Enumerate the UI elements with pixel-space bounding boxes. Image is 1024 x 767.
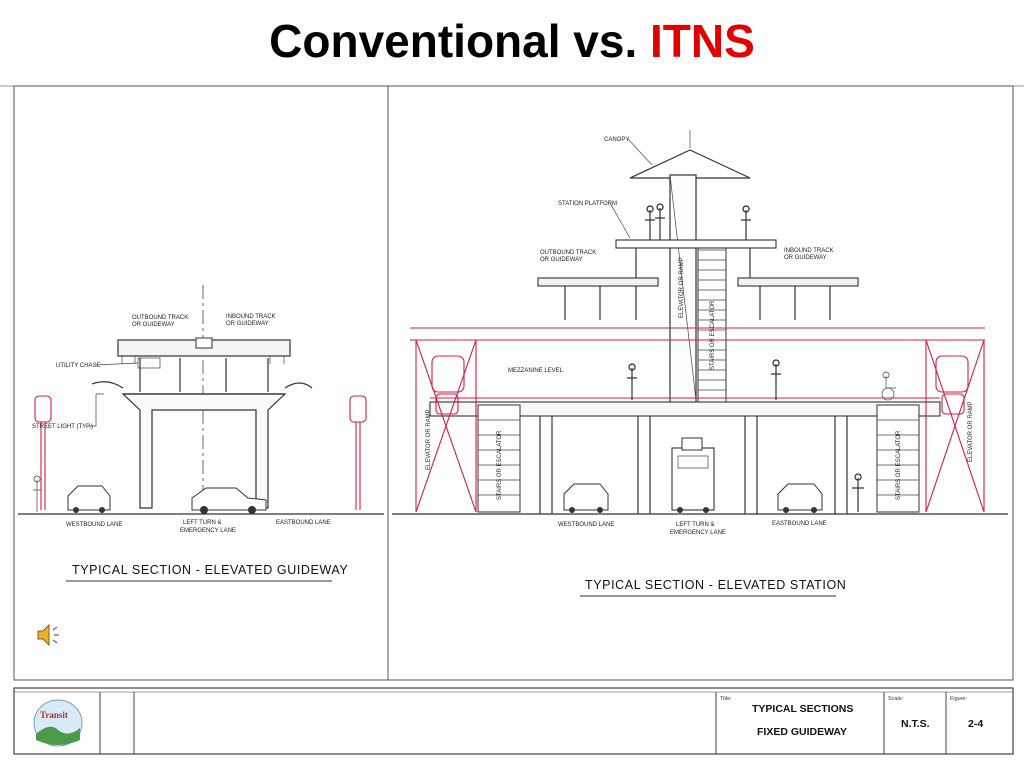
leader-platform bbox=[609, 202, 631, 239]
label-westbound-r: WESTBOUND LANE bbox=[558, 522, 614, 528]
left-section: OUTBOUND TRACK OR GUIDEWAY INBOUND TRACK… bbox=[18, 285, 384, 582]
label-street-light: STREET LIGHT (TYP.) bbox=[32, 424, 93, 430]
title-accent: ITNS bbox=[650, 15, 755, 67]
left-pier bbox=[121, 393, 287, 509]
label-left-turn-r1: LEFT TURN & bbox=[676, 522, 714, 528]
label-elevator-core: ELEVATOR OR RAMP bbox=[679, 257, 685, 318]
utility-chase-box bbox=[137, 357, 161, 369]
label-inbound-r1: INBOUND TRACK bbox=[784, 248, 834, 254]
title-block: Transit Title: TYPICAL SECTIONS FIXED GU… bbox=[13, 687, 1014, 755]
agency-logo: Transit bbox=[33, 699, 83, 747]
core-diagonal bbox=[669, 174, 697, 401]
label-outbound-r1: OUTBOUND TRACK bbox=[540, 250, 596, 256]
mezzanine-person bbox=[627, 363, 637, 400]
title-label: Title: bbox=[720, 696, 732, 702]
speaker-icon[interactable] bbox=[34, 620, 64, 650]
pedestrian bbox=[33, 475, 41, 512]
car-westbound bbox=[67, 485, 111, 513]
car-left-turn bbox=[191, 487, 267, 514]
elevator-right bbox=[925, 339, 985, 513]
label-left-turn-1: LEFT TURN & bbox=[183, 520, 221, 526]
street-light-left bbox=[34, 395, 52, 510]
label-stairs-right: STAIRS OR ESCALATOR bbox=[896, 430, 902, 500]
figure-label: Figure: bbox=[950, 696, 968, 702]
canopy-roof bbox=[629, 149, 751, 179]
label-inbound-r2: OR GUIDEWAY bbox=[784, 255, 827, 261]
label-stairs-core: STAIRS OR ESCALATOR bbox=[710, 300, 716, 370]
leader-street-light bbox=[88, 393, 104, 427]
caption-left: TYPICAL SECTION - ELEVATED GUIDEWAY bbox=[72, 563, 348, 577]
lamp-arm-right bbox=[284, 382, 313, 389]
label-station-platform: STATION PLATFORM bbox=[558, 201, 617, 207]
label-utility-chase: UTILITY CHASE bbox=[56, 363, 101, 369]
street-person bbox=[852, 473, 864, 512]
stairs-left bbox=[477, 404, 521, 513]
drawing-frame bbox=[13, 85, 1014, 681]
title-main: Conventional vs. bbox=[269, 15, 638, 67]
logo-text: Transit bbox=[40, 710, 68, 720]
inbound-deck bbox=[737, 277, 859, 287]
center-rail bbox=[195, 337, 213, 349]
slide-title: Conventional vs. ITNS bbox=[0, 14, 1024, 68]
label-outbound-r2: OR GUIDEWAY bbox=[540, 257, 583, 263]
label-canopy: CANOPY bbox=[604, 137, 629, 143]
title-line2: FIXED GUIDEWAY bbox=[757, 726, 847, 738]
label-left-turn-2: EMERGENCY LANE bbox=[180, 528, 236, 534]
elevator-left bbox=[415, 339, 477, 513]
deck-hangers bbox=[121, 356, 285, 364]
label-outbound-2: OR GUIDEWAY bbox=[132, 322, 175, 328]
title-line1: TYPICAL SECTIONS bbox=[752, 703, 853, 715]
scale-value: N.T.S. bbox=[901, 718, 930, 730]
street-light-right bbox=[349, 395, 367, 510]
platform-person bbox=[655, 203, 665, 240]
outbound-deck bbox=[537, 277, 659, 287]
scale-label: Scale: bbox=[888, 696, 904, 702]
mezzanine-floor bbox=[429, 401, 941, 417]
figure-value: 2-4 bbox=[968, 718, 983, 730]
deck-supports bbox=[564, 286, 831, 320]
label-eastbound: EASTBOUND LANE bbox=[276, 520, 331, 526]
label-outbound-1: OUTBOUND TRACK bbox=[132, 315, 188, 321]
stairs-right bbox=[876, 404, 920, 513]
platform-person bbox=[741, 205, 751, 240]
fire-truck bbox=[671, 437, 715, 513]
mezzanine-person bbox=[771, 359, 781, 400]
leader-canopy bbox=[627, 138, 653, 166]
ground-columns bbox=[539, 416, 848, 514]
leader-utility bbox=[94, 362, 139, 366]
label-mezzanine: MEZZANINE LEVEL bbox=[508, 368, 564, 374]
speaker-glyph bbox=[37, 623, 59, 647]
label-eastbound-r: EASTBOUND LANE bbox=[772, 521, 827, 527]
lamp-arm-left bbox=[91, 381, 124, 389]
station-platform bbox=[615, 239, 777, 249]
car-eastbound-right bbox=[777, 483, 823, 513]
caption-right: TYPICAL SECTION - ELEVATED STATION bbox=[585, 578, 846, 592]
label-inbound-1: INBOUND TRACK bbox=[226, 314, 276, 320]
side-stair-treads bbox=[478, 419, 919, 496]
label-stairs-left: STAIRS OR ESCALATOR bbox=[497, 430, 503, 500]
label-elevator-left: ELEVATOR OR RAMP bbox=[426, 409, 432, 470]
car-westbound-right bbox=[563, 483, 609, 513]
label-elevator-right: ELEVATOR OR RAMP bbox=[968, 401, 974, 462]
label-left-turn-r2: EMERGENCY LANE bbox=[670, 530, 726, 536]
label-inbound-2: OR GUIDEWAY bbox=[226, 321, 269, 327]
right-section: CANOPY STATION PLATFORM OUTBOUND TRACK O… bbox=[392, 130, 1008, 597]
platform-person bbox=[645, 205, 655, 240]
label-westbound: WESTBOUND LANE bbox=[66, 522, 122, 528]
wheelchair-user bbox=[881, 371, 896, 401]
